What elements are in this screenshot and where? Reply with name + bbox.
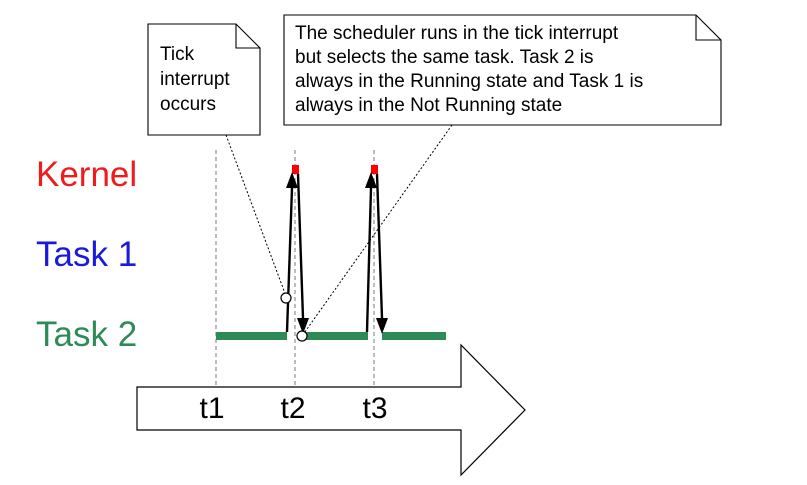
- timeline-arrow: [136, 343, 526, 477]
- scheduler-note-line: but selects the same task. Task 2 is: [295, 47, 594, 68]
- task2-running-bar: [382, 332, 446, 340]
- switch-to-kernel-arrow: [365, 187, 373, 333]
- arrow-head-up-icon: [365, 172, 377, 188]
- scheduler-note-connector: [301, 124, 453, 337]
- row-label-task1: Task 1: [36, 235, 137, 274]
- row-label-kernel: Kernel: [36, 155, 137, 194]
- task2-running-bar: [304, 332, 368, 340]
- tick-note-connector: [225, 134, 287, 297]
- kernel-run-marker: [371, 165, 378, 174]
- scheduler-note-line: always in the Not Running state: [295, 95, 562, 116]
- note-fold: [235, 24, 260, 49]
- switch-to-task2-arrow: [296, 173, 305, 319]
- tick-interrupt-note: Tick interrupt occurs: [147, 23, 261, 136]
- switch-to-task2-arrow: [375, 173, 384, 319]
- note-shape: [147, 23, 261, 136]
- scheduler-note-line: always in the Running state and Task 1 i…: [295, 71, 643, 92]
- switch-to-kernel-arrow: [285, 187, 294, 333]
- note-fold: [695, 15, 721, 41]
- tick-note-line: interrupt: [160, 69, 230, 90]
- switch-point-circle: [296, 330, 308, 342]
- tick-point-circle: [280, 292, 292, 304]
- arrow-head-up-icon: [286, 172, 298, 188]
- tick-label-t2: t2: [280, 392, 305, 425]
- arrow-head-down-icon: [376, 318, 388, 334]
- tick-label-t1: t1: [199, 392, 224, 425]
- arrow-head-down-icon: [297, 318, 309, 334]
- scheduler-note-line: The scheduler runs in the tick interrupt: [295, 23, 619, 44]
- scheduler-note: The scheduler runs in the tick interrupt…: [283, 14, 722, 126]
- tick-note-line: occurs: [160, 94, 216, 115]
- kernel-run-marker: [292, 165, 299, 174]
- task2-running-bar: [216, 332, 287, 340]
- tick-note-line: Tick: [160, 44, 195, 65]
- row-label-task2: Task 2: [36, 315, 137, 354]
- tick-label-t3: t3: [362, 392, 387, 425]
- note-shape: [283, 14, 722, 126]
